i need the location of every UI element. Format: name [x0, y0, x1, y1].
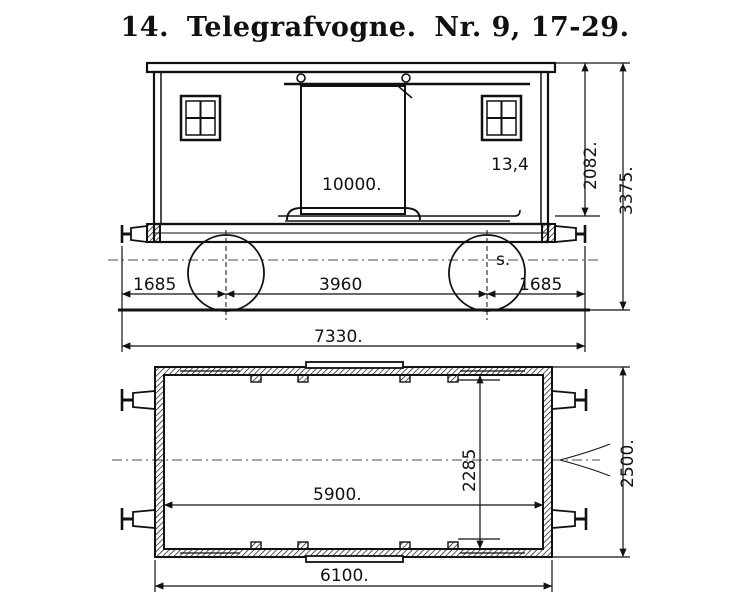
dim-wheelbase: 3960: [319, 275, 362, 295]
plan-buffer-left-top: [120, 389, 156, 411]
dim-overhang-left: 1685: [133, 275, 176, 295]
window-right: [480, 94, 523, 142]
title-number: 14.: [120, 12, 169, 43]
brake-mark: s.: [496, 250, 510, 270]
dim-overhang-right: 1685: [519, 275, 562, 295]
load-mark: 10000.: [322, 175, 381, 195]
dim-outer-length: 6100.: [320, 566, 369, 586]
roof: [145, 61, 557, 74]
plan-buffer-left-bottom: [120, 508, 156, 530]
window-left: [179, 94, 222, 142]
plan-buffer-right-bottom: [551, 508, 588, 530]
dim-total-height: 3375.: [617, 166, 637, 215]
plan-view: [112, 361, 600, 563]
buffer-right: [554, 225, 587, 243]
title-series: Nr. 9, 17-29.: [434, 12, 630, 43]
title-name: Telegrafvogne.: [186, 12, 417, 43]
dim-body-height: 2082.: [581, 141, 601, 190]
sliding-door: [278, 73, 530, 222]
plan-outer-wall: [154, 366, 553, 558]
dim-outer-width: 2500.: [618, 439, 638, 488]
dim-length-over-buffers: 7330.: [314, 327, 363, 347]
dim-inner-length: 5900.: [313, 485, 362, 505]
side-view: [108, 61, 600, 320]
plan-buffer-right-top: [551, 389, 588, 411]
diagram-title: 14. Telegrafvogne. Nr. 9, 17-29.: [0, 12, 750, 43]
buffer-left: [120, 224, 148, 244]
tare-mark: 13,4: [491, 155, 529, 175]
dim-inner-width: 2285: [460, 449, 480, 492]
